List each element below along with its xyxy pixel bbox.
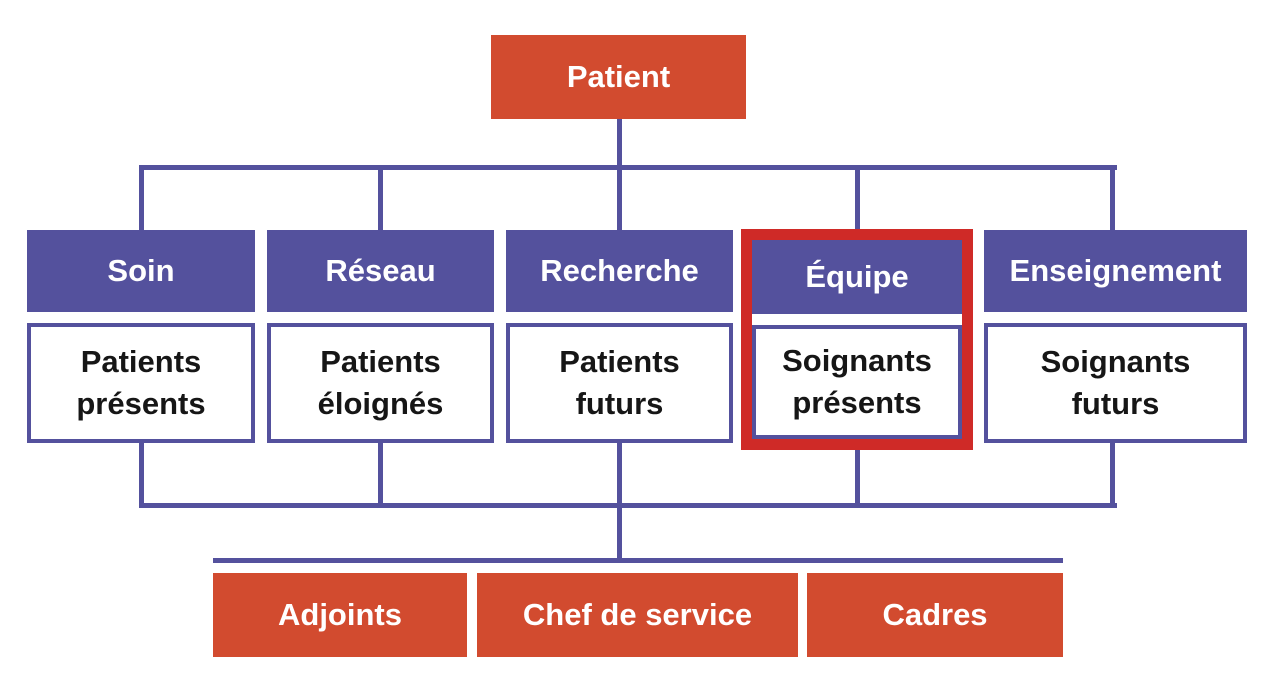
column-header-equipe: Équipe — [752, 240, 962, 314]
connector-stub-soin — [139, 443, 144, 503]
column-sub-soin-line2: présents — [76, 386, 206, 421]
connector-mid-bus — [139, 503, 1117, 508]
management-box-adjoints: Adjoints — [213, 573, 467, 657]
patient-box: Patient — [491, 35, 746, 119]
column-sub-reseau-line2: éloignés — [317, 386, 444, 421]
column-sub-enseignement: Soignants futurs — [984, 323, 1247, 443]
column-sub-equipe: Soignants présents — [752, 325, 962, 439]
column-sub-equipe-line2: présents — [792, 385, 922, 420]
connector-bottom-bus — [213, 558, 1063, 563]
column-header-soin: Soin — [27, 230, 255, 312]
column-sub-enseignement-line1: Soignants — [1040, 344, 1191, 379]
column-sub-recherche-line2: futurs — [575, 386, 664, 421]
connector-stub-recherche — [617, 443, 622, 503]
column-header-recherche: Recherche — [506, 230, 733, 312]
highlight-frame-equipe: Équipe Soignants présents — [741, 229, 973, 450]
management-box-cadres: Cadres — [807, 573, 1063, 657]
connector-drop-reseau — [378, 170, 383, 230]
connector-stub-reseau — [378, 443, 383, 503]
connector-drop-equipe — [855, 170, 860, 229]
column-sub-equipe-line1: Soignants — [782, 343, 932, 378]
connector-center-stem — [617, 508, 622, 560]
connector-drop-recherche — [617, 170, 622, 230]
column-header-reseau: Réseau — [267, 230, 494, 312]
column-sub-enseignement-line2: futurs — [1071, 386, 1160, 421]
connector-stub-enseignement — [1110, 443, 1115, 503]
column-header-enseignement: Enseignement — [984, 230, 1247, 312]
connector-drop-soin — [139, 170, 144, 230]
column-sub-reseau-line1: Patients — [320, 344, 441, 379]
column-sub-recherche-line1: Patients — [559, 344, 680, 379]
connector-stub-equipe — [855, 450, 860, 503]
column-sub-soin-line1: Patients — [80, 344, 202, 379]
column-sub-reseau: Patients éloignés — [267, 323, 494, 443]
management-box-chef-de-service: Chef de service — [477, 573, 798, 657]
connector-top-bus — [139, 165, 1117, 170]
column-sub-soin: Patients présents — [27, 323, 255, 443]
connector-drop-enseignement — [1110, 170, 1115, 230]
column-sub-recherche: Patients futurs — [506, 323, 733, 443]
connector-root-stem — [617, 119, 622, 165]
